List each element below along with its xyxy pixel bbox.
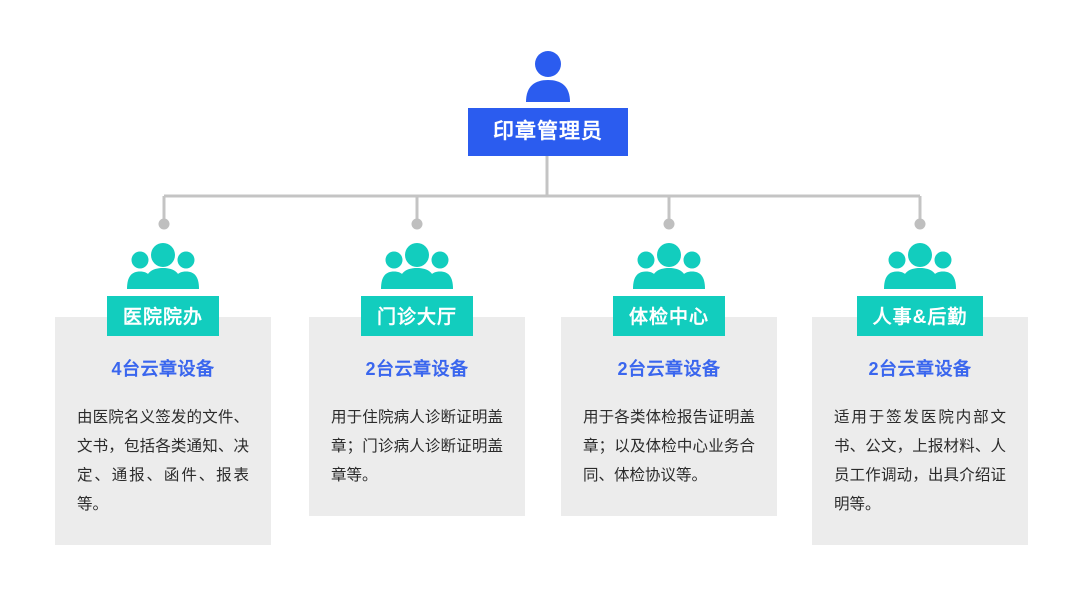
branch-node-4[interactable]: 人事&后勤 2台云章设备 适用于签发医院内部文书、公文，上报材料、人员工作调动，… bbox=[812, 240, 1028, 545]
branch-badge-wrap-4: 人事&后勤 bbox=[812, 296, 1028, 336]
people-group-icon bbox=[812, 240, 1028, 292]
branch-device-count-3: 2台云章设备 bbox=[617, 359, 721, 379]
branch-badge-3: 体检中心 bbox=[612, 296, 725, 336]
people-group-icon bbox=[561, 240, 777, 292]
branch-device-count-1: 4台云章设备 bbox=[111, 359, 215, 379]
branch-badge-wrap-2: 门诊大厅 bbox=[309, 296, 525, 336]
branch-description-1: 由医院名义签发的文件、文书，包括各类通知、决定、通报、函件、报表等。 bbox=[77, 409, 249, 513]
branch-card-3: 2台云章设备 用于各类体检报告证明盖章；以及体检中心业务合同、体检协议等。 bbox=[561, 317, 777, 516]
branch-badge-2: 门诊大厅 bbox=[360, 296, 473, 336]
branch-card-2: 2台云章设备 用于住院病人诊断证明盖章；门诊病人诊断证明盖章等。 bbox=[309, 317, 525, 516]
branch-device-count-2: 2台云章设备 bbox=[365, 359, 469, 379]
branch-badge-wrap-3: 体检中心 bbox=[561, 296, 777, 336]
branch-card-1: 4台云章设备 由医院名义签发的文件、文书，包括各类通知、决定、通报、函件、报表等… bbox=[55, 317, 271, 545]
people-group-icon bbox=[309, 240, 525, 292]
person-icon bbox=[468, 46, 628, 102]
branch-node-1[interactable]: 医院院办 4台云章设备 由医院名义签发的文件、文书，包括各类通知、决定、通报、函… bbox=[55, 240, 271, 545]
branch-description-3: 用于各类体检报告证明盖章；以及体检中心业务合同、体检协议等。 bbox=[583, 409, 755, 484]
root-label: 印章管理员 bbox=[468, 108, 628, 156]
branch-description-2: 用于住院病人诊断证明盖章；门诊病人诊断证明盖章等。 bbox=[331, 409, 503, 484]
branch-device-count-4: 2台云章设备 bbox=[868, 359, 972, 379]
branch-description-4: 适用于签发医院内部文书、公文，上报材料、人员工作调动，出具介绍证明等。 bbox=[834, 409, 1006, 513]
branch-badge-1: 医院院办 bbox=[106, 296, 219, 336]
root-node[interactable]: 印章管理员 bbox=[468, 46, 628, 156]
branch-badge-wrap-1: 医院院办 bbox=[55, 296, 271, 336]
branch-node-2[interactable]: 门诊大厅 2台云章设备 用于住院病人诊断证明盖章；门诊病人诊断证明盖章等。 bbox=[309, 240, 525, 516]
branch-card-4: 2台云章设备 适用于签发医院内部文书、公文，上报材料、人员工作调动，出具介绍证明… bbox=[812, 317, 1028, 545]
branch-node-3[interactable]: 体检中心 2台云章设备 用于各类体检报告证明盖章；以及体检中心业务合同、体检协议… bbox=[561, 240, 777, 516]
people-group-icon bbox=[55, 240, 271, 292]
branch-badge-4: 人事&后勤 bbox=[856, 296, 984, 336]
